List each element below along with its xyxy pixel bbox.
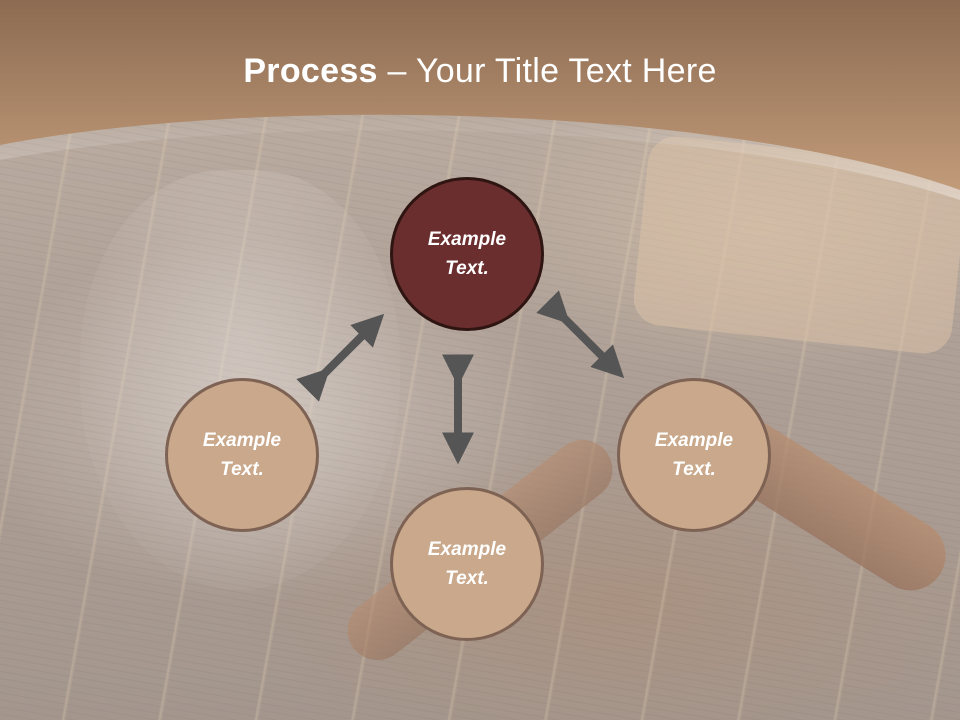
node-label-line2: Text.	[672, 459, 716, 480]
double-arrow-top-right	[536, 290, 625, 379]
node-label-line1: Example	[427, 539, 507, 560]
node-label-line1: Example	[654, 430, 734, 451]
title-rest-text: – Your Title Text Here	[377, 52, 717, 90]
process-node-bottom[interactable]: Example Text.	[390, 487, 544, 641]
process-node-top[interactable]: Example Text.	[390, 177, 544, 331]
slide-title: Process – Your Title Text Here	[0, 52, 960, 91]
node-label-line2: Text.	[445, 568, 489, 589]
process-node-left[interactable]: Example Text.	[165, 378, 319, 532]
header-band	[0, 0, 960, 200]
node-label-line2: Text.	[220, 459, 264, 480]
node-label-line1: Example	[427, 229, 507, 250]
title-bold-text: Process	[243, 52, 378, 90]
node-label-line1: Example	[202, 430, 282, 451]
node-label-line2: Text.	[445, 258, 489, 279]
process-node-right[interactable]: Example Text.	[617, 378, 771, 532]
double-arrow-top-left	[296, 313, 385, 402]
